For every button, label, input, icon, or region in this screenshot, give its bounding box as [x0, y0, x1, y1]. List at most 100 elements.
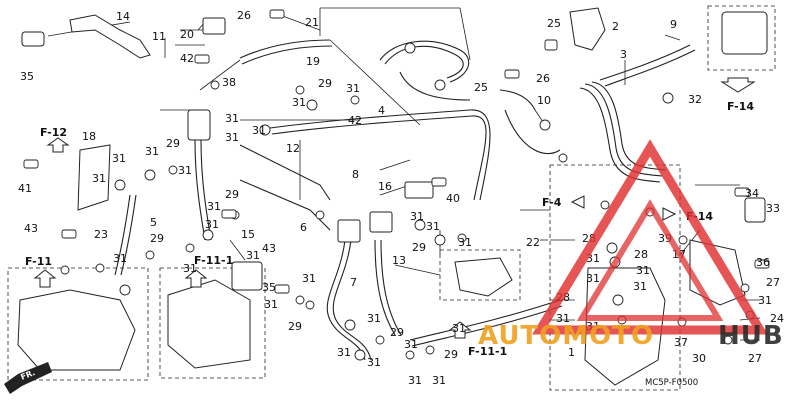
diagram-code: MC5P-F0500	[645, 378, 698, 388]
part-38-joint	[187, 109, 211, 141]
part-9-reservoir	[721, 11, 768, 55]
part-35-cap	[21, 31, 45, 47]
label-31ae: 31	[556, 312, 570, 325]
label-29e: 29	[412, 241, 426, 254]
rear-caliper	[17, 289, 136, 371]
label-31q: 31	[113, 252, 127, 265]
ref-f12: F-12	[40, 126, 67, 139]
label-40: 40	[446, 192, 460, 205]
label-31k: 31	[205, 218, 219, 231]
label-29c: 29	[225, 188, 239, 201]
label-31a: 31	[292, 96, 306, 109]
watermark: AUTOMOTO HUB	[478, 139, 784, 351]
label-25a: 25	[547, 17, 561, 30]
f14-arrow-top	[720, 77, 756, 93]
label-31h: 31	[92, 172, 106, 185]
part-number-labels: 14 35 20 11 26 21 42 38 19 29 31 31 42 4…	[18, 9, 784, 387]
label-31ad: 31	[633, 280, 647, 293]
label-11: 11	[152, 30, 166, 43]
label-38: 38	[222, 76, 236, 89]
label-32: 32	[688, 93, 702, 106]
f11-arrow	[33, 269, 57, 288]
label-1: 1	[568, 346, 575, 359]
label-31p: 31	[183, 262, 197, 275]
label-29d: 29	[150, 232, 164, 245]
part-14-bracket	[69, 14, 151, 59]
label-29f: 29	[288, 320, 302, 333]
watermark-text-dark: HUB	[718, 321, 784, 351]
label-35: 35	[20, 70, 34, 83]
label-4: 4	[378, 104, 385, 117]
label-31z: 31	[432, 374, 446, 387]
label-10: 10	[537, 94, 551, 107]
label-33: 33	[766, 202, 780, 215]
label-31w: 31	[337, 346, 351, 359]
label-31o: 31	[246, 249, 260, 262]
reservoir-box	[707, 5, 776, 71]
front-direction-arrow: FR.	[4, 362, 52, 394]
label-31u: 31	[452, 322, 466, 335]
label-29h: 29	[444, 348, 458, 361]
label-31s: 31	[264, 298, 278, 311]
label-28b: 28	[634, 248, 648, 261]
leader-lines	[47, 7, 761, 341]
label-7: 7	[350, 276, 357, 289]
f12-arrow	[46, 137, 70, 153]
ref-f4: F-4	[542, 196, 562, 209]
label-29b: 29	[166, 137, 180, 150]
label-31n: 31	[458, 236, 472, 249]
label-2: 2	[612, 20, 619, 33]
part-20-clamp	[202, 17, 226, 35]
f4-arrow	[570, 195, 585, 209]
label-36: 36	[756, 256, 770, 269]
ref-f14-top: F-14	[727, 100, 754, 113]
f111-arrow-bottom	[448, 321, 472, 339]
label-31l: 31	[410, 210, 424, 223]
label-8: 8	[352, 168, 359, 181]
label-9: 9	[670, 18, 677, 31]
label-37: 37	[674, 336, 688, 349]
label-31v: 31	[404, 338, 418, 351]
watermark-triangle	[532, 139, 768, 335]
label-22: 22	[526, 236, 540, 249]
label-31f: 31	[112, 152, 126, 165]
brake-hoses	[114, 39, 696, 361]
label-42b: 42	[348, 114, 362, 127]
front-caliper-box	[159, 267, 266, 379]
part-18-cylinder	[77, 144, 111, 211]
label-6: 6	[300, 221, 307, 234]
part-2-clip	[569, 7, 606, 51]
label-3: 3	[620, 48, 627, 61]
label-15: 15	[241, 228, 255, 241]
part-15-joint	[231, 261, 263, 291]
ref-f11-1-bottom: F-11-1	[468, 345, 507, 358]
section-ref-arrows	[33, 77, 756, 339]
label-25b: 25	[474, 81, 488, 94]
label-13: 13	[392, 254, 406, 267]
joint-fitting	[454, 257, 513, 297]
label-12: 12	[286, 142, 300, 155]
label-31i: 31	[178, 164, 192, 177]
label-31j: 31	[207, 200, 221, 213]
part-13-joint	[369, 211, 393, 233]
label-43a: 43	[24, 222, 38, 235]
label-21: 21	[305, 16, 319, 29]
label-29g: 29	[390, 326, 404, 339]
label-31t: 31	[367, 312, 381, 325]
front-caliper	[167, 279, 251, 369]
label-34: 34	[745, 187, 759, 200]
label-43b: 43	[262, 242, 276, 255]
label-31ag: 31	[758, 294, 772, 307]
label-35: 35	[262, 281, 276, 294]
watermark-triangle-inner	[576, 199, 724, 321]
label-31m: 31	[426, 220, 440, 233]
part-33-bracket	[744, 197, 766, 223]
label-42a: 42	[180, 52, 194, 65]
label-27a: 27	[766, 276, 780, 289]
label-31x: 31	[367, 356, 381, 369]
label-14: 14	[116, 10, 130, 23]
part-40-joint	[404, 181, 434, 199]
label-26b: 26	[536, 72, 550, 85]
